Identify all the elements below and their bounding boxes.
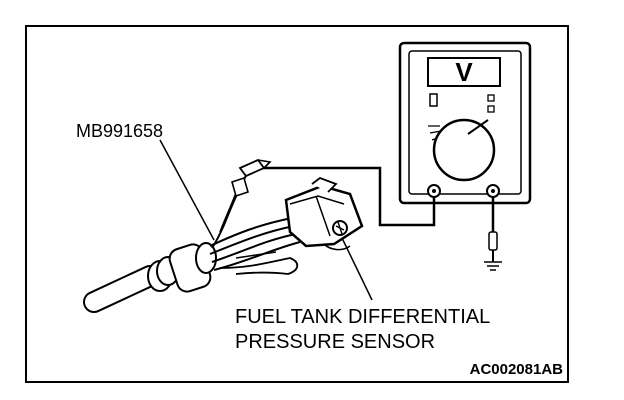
voltmeter-display — [427, 57, 501, 87]
test-harness-tool — [211, 158, 272, 249]
com-terminal-core — [432, 189, 436, 193]
voltmeter-inner-panel — [408, 50, 522, 195]
sensor-label-line2: PRESSURE SENSOR — [235, 331, 435, 353]
sensor-connector-body — [284, 184, 364, 248]
wiring-harness — [83, 217, 301, 313]
figure-frame — [25, 25, 569, 383]
figure-code: AC002081AB — [470, 361, 564, 378]
volt-terminal-core — [491, 189, 495, 193]
alligator-clip — [238, 158, 266, 178]
dial-pointer — [467, 119, 489, 135]
voltmeter-display-text: V — [455, 57, 473, 87]
tool-label: MB991658 — [76, 121, 163, 141]
ground-probe — [484, 231, 502, 271]
sensor-label-line1: FUEL TANK DIFFERENTIAL — [235, 306, 490, 328]
range-selector-dial[interactable] — [432, 118, 496, 182]
voltmeter: V — [398, 41, 532, 205]
voltmeter-indicator-1 — [487, 94, 495, 102]
meter-lead-com — [262, 166, 436, 227]
voltmeter-small-indicator — [429, 93, 438, 107]
voltmeter-indicator-2 — [487, 105, 495, 113]
leader-line-tool — [159, 139, 215, 241]
ground-symbol — [484, 261, 502, 271]
leader-line-sensor — [341, 237, 373, 301]
pressure-sensor — [284, 176, 364, 251]
